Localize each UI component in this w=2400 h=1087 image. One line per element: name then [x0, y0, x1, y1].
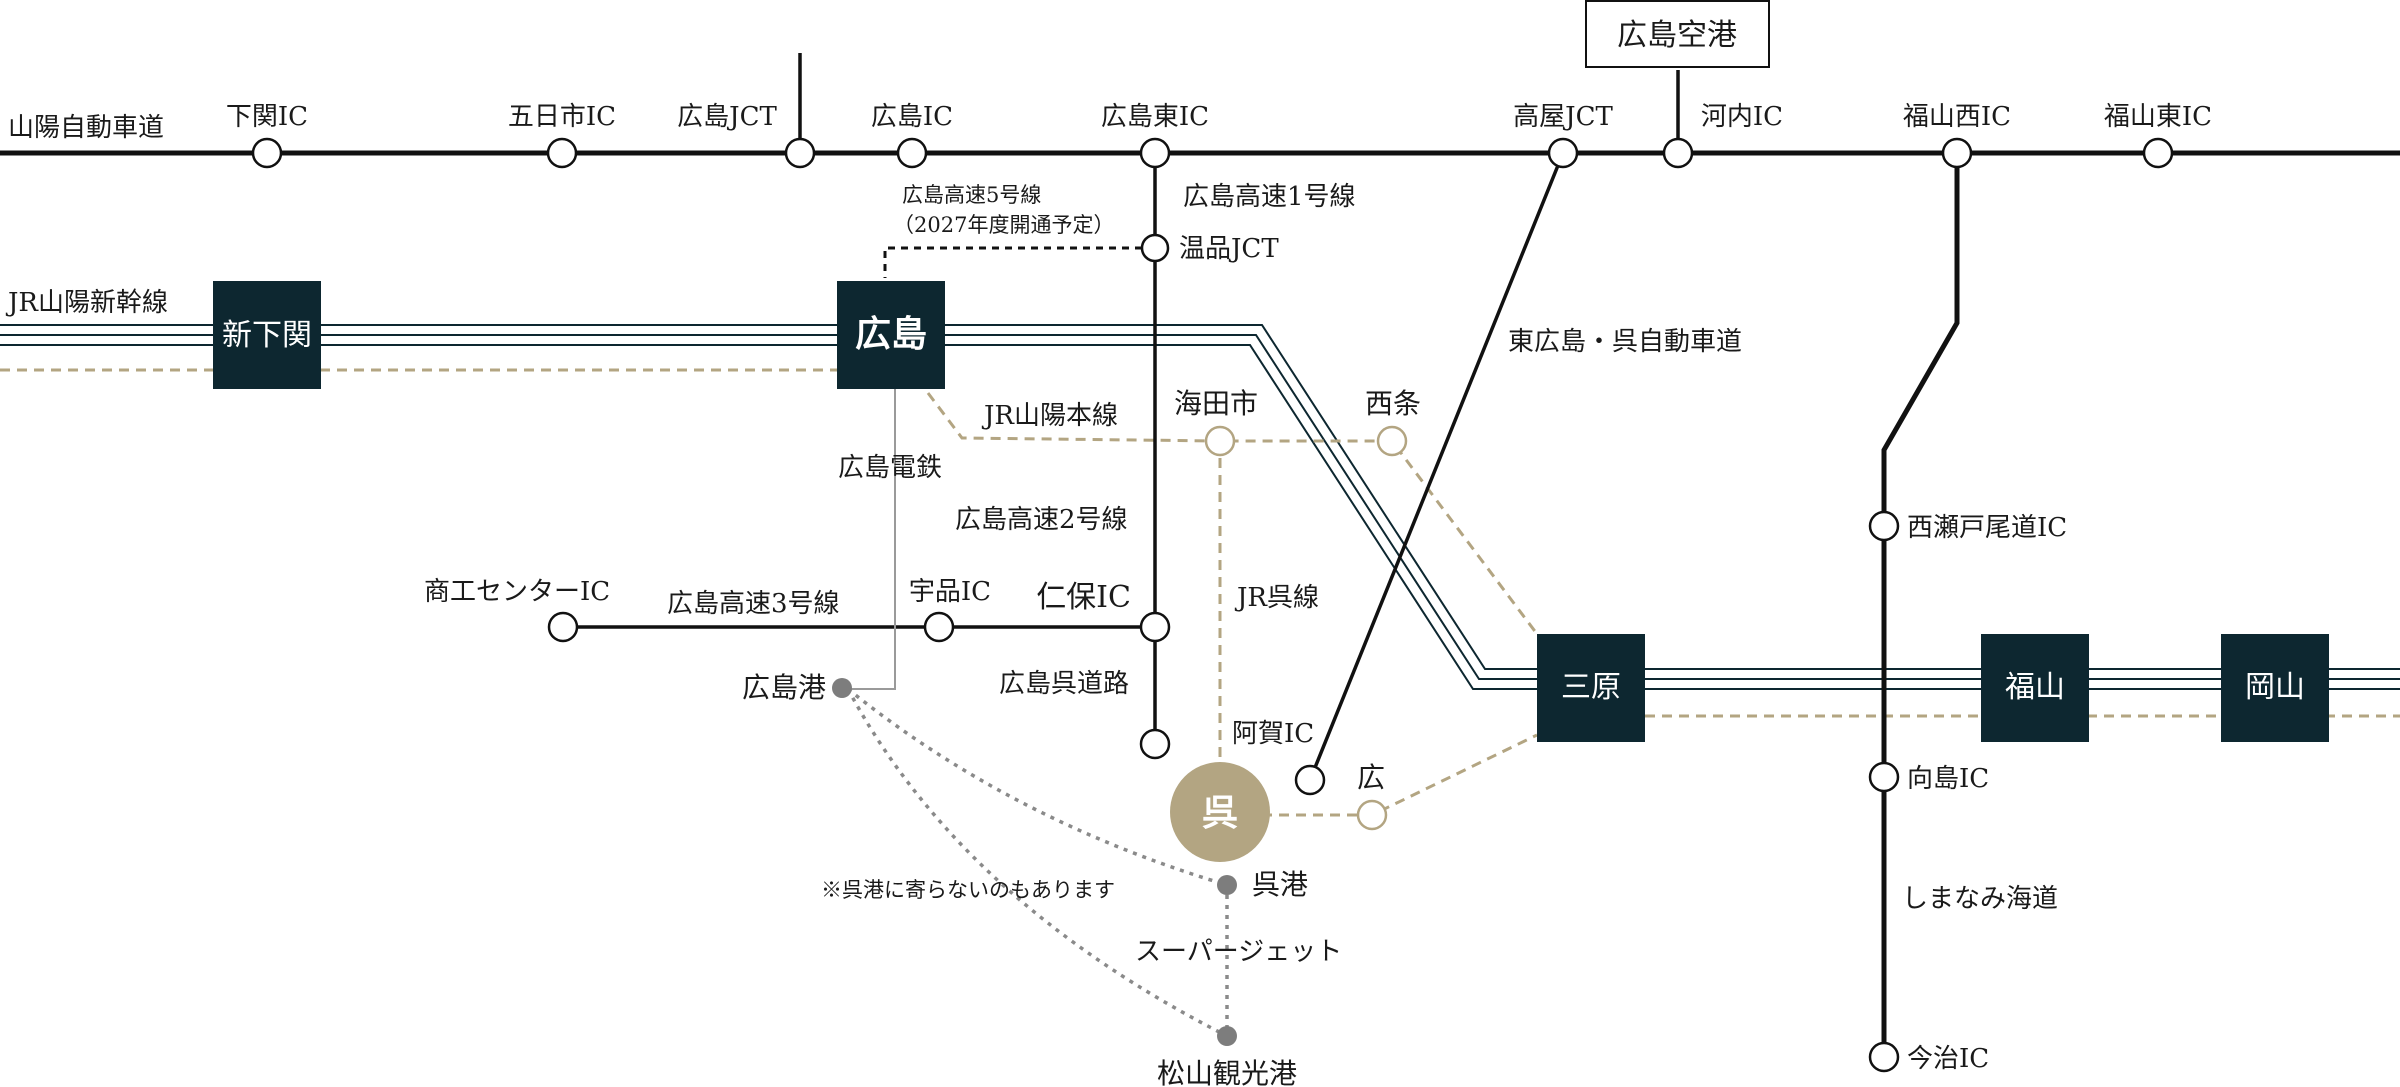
shimanami-line — [1881, 153, 1960, 1057]
ic-shoko-center[interactable] — [547, 611, 579, 643]
station-shin-shimonoseki-label: 新下関 — [222, 318, 312, 353]
station-mihara-box[interactable] — [1537, 634, 1645, 742]
ferry-hiroshima-matsuyama — [846, 688, 1228, 1038]
ic-nishiseto-onomichi[interactable] — [1868, 510, 1900, 542]
ic-hiroshima-label: 広島IC — [871, 102, 953, 132]
ic-takaya-jct-label: 高屋JCT — [1513, 102, 1613, 132]
ic-itsukaichi-label: 五日市IC — [508, 102, 616, 132]
sanyo-expressway-label: 山陽自動車道 — [8, 113, 164, 143]
airport-box[interactable] — [1585, 0, 1770, 68]
higashihiroshima-kure-label: 東広島・呉自動車道 — [1508, 327, 1742, 357]
port-kure-label: 呉港 — [1252, 868, 1308, 901]
ic-onsho-jct[interactable] — [1140, 233, 1170, 263]
ic-kure[interactable] — [1139, 728, 1171, 760]
port-hiroshima-label: 広島港 — [742, 671, 826, 704]
ic-fukuyama-higashi[interactable] — [2142, 137, 2174, 169]
hiroden-line — [848, 385, 896, 690]
port-hiroshima[interactable] — [832, 678, 852, 698]
kure-line — [1218, 441, 1538, 817]
ic-ujina[interactable] — [923, 611, 955, 643]
ic-fukuyama-higashi-label: 福山東IC — [2104, 102, 2212, 132]
port-matsuyama-label: 松山観光港 — [1157, 1057, 1297, 1087]
port-kure[interactable] — [1217, 875, 1237, 895]
station-saijo-label: 西条 — [1365, 387, 1421, 420]
hiroshima-exp1-label: 広島高速1号線 — [1183, 182, 1356, 212]
hiroshima-exp5-note: （2027年度開通予定） — [893, 213, 1114, 237]
ic-mukaishima[interactable] — [1868, 761, 1900, 793]
ic-kochi-label: 河内IC — [1701, 102, 1783, 132]
sanyo-main-line-label: JR山陽本線 — [981, 401, 1118, 431]
hiroshima-kure-road-label: 広島呉道路 — [999, 669, 1129, 699]
shinkansen-label: JR山陽新幹線 — [5, 288, 168, 318]
station-fukuyama-box[interactable] — [1981, 634, 2089, 742]
ic-hiroshima-higashi-label: 広島東IC — [1101, 102, 1209, 132]
ic-shoko-center-label: 商工センターIC — [424, 577, 610, 607]
ferry-hiroshima-kure — [846, 687, 1228, 887]
station-fukuyama-label: 福山 — [2005, 670, 2065, 705]
station-hiro-label: 広 — [1357, 761, 1385, 794]
station-shin-shimonoseki-box[interactable] — [213, 281, 321, 389]
ic-takaya-jct[interactable] — [1547, 137, 1579, 169]
ic-itsukaichi[interactable] — [546, 137, 578, 169]
hiroshima-exp5-label: 広島高速5号線 — [902, 183, 1041, 207]
higashihiroshima-kure-line — [1308, 152, 1565, 781]
station-kure-label: 呉 — [1202, 792, 1238, 834]
ic-kochi[interactable] — [1662, 137, 1694, 169]
station-hiroshima-label: 広島 — [855, 313, 927, 355]
ic-hiroshima-jct-label: 広島JCT — [677, 102, 777, 132]
ic-fukuyama-nishi[interactable] — [1941, 137, 1973, 169]
ic-mukaishima-label: 向島IC — [1907, 764, 1989, 794]
ic-imabari-label: 今治IC — [1907, 1044, 1989, 1074]
ic-aga-label: 阿賀IC — [1232, 719, 1314, 749]
hiroshima-exp2-label: 広島高速2号線 — [955, 505, 1128, 535]
station-kure-marker[interactable] — [1170, 762, 1270, 862]
ic-hiroshima-higashi[interactable] — [1139, 137, 1171, 169]
ic-hiroshima[interactable] — [896, 137, 928, 169]
port-matsuyama[interactable] — [1217, 1026, 1237, 1046]
station-kaitaichi-label: 海田市 — [1174, 387, 1258, 420]
ic-aga[interactable] — [1294, 764, 1326, 796]
ic-ujina-label: 宇品IC — [909, 577, 991, 607]
station-okayama-label: 岡山 — [2245, 670, 2305, 705]
ic-nishiseto-onomichi-label: 西瀬戸尾道IC — [1907, 513, 2067, 543]
ic-hiroshima-jct[interactable] — [784, 137, 816, 169]
station-hiroshima-box[interactable] — [837, 281, 945, 389]
ic-shimonoseki[interactable] — [251, 137, 283, 169]
station-okayama-box[interactable] — [2221, 634, 2329, 742]
hiroshima-exp3-label: 広島高速3号線 — [667, 589, 840, 619]
ic-onsho-jct-label: 温品JCT — [1179, 234, 1279, 264]
ic-imabari[interactable] — [1868, 1041, 1900, 1073]
ic-niho-label: 仁保IC — [1036, 580, 1131, 615]
station-saijo[interactable] — [1376, 425, 1408, 457]
ic-shimonoseki-label: 下関IC — [226, 102, 308, 132]
ic-niho[interactable] — [1139, 611, 1171, 643]
shinkansen-line — [0, 324, 2400, 690]
ferry-note: ※呉港に寄らないのもあります — [821, 878, 1115, 902]
ic-fukuyama-nishi-label: 福山西IC — [1903, 102, 2011, 132]
airport-label: 広島空港 — [1617, 18, 1737, 53]
station-hiro[interactable] — [1356, 799, 1388, 831]
hiroden-label: 広島電鉄 — [838, 453, 942, 483]
hiroshima-exp5-line — [883, 246, 1155, 278]
superjet-label: スーパージェット — [1135, 937, 1342, 967]
station-kaitaichi[interactable] — [1204, 425, 1236, 457]
kure-line-label: JR呉線 — [1234, 583, 1319, 613]
station-mihara-label: 三原 — [1561, 670, 1621, 705]
shimanami-label: しまなみ海道 — [1902, 884, 2058, 914]
